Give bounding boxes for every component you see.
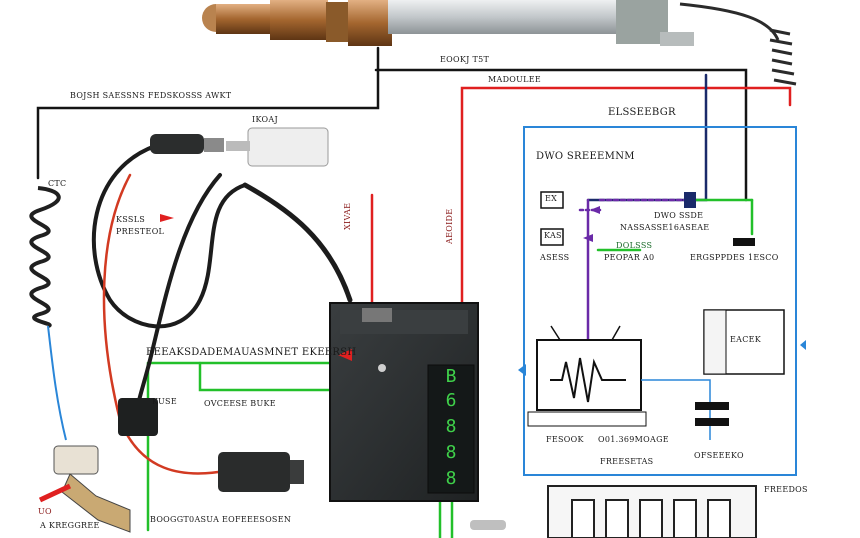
label-top-sensor: EOOKJ T5T [440, 55, 490, 64]
label-red-wire-b: AEOIDE [445, 208, 454, 244]
svg-text:8: 8 [446, 416, 457, 437]
label-pin-g: DOLSSS [616, 241, 653, 250]
label-pin-e: DWO SSDE [654, 211, 704, 220]
label-pin-j: EACEK [730, 335, 762, 344]
label-pin-a: EX [545, 194, 558, 203]
waveform-icon [536, 325, 711, 440]
label-panel-foot-a: FREESETAS [600, 457, 654, 466]
svg-text:8: 8 [446, 468, 457, 489]
schematic-panel [523, 126, 797, 476]
label-pin-c: ASESS [540, 253, 570, 262]
label-panel-sub: DWO SREEEMNM [536, 151, 635, 162]
arrow-icon [160, 206, 806, 376]
relay-icon [527, 309, 785, 427]
label-wave-right: O01.369MOAGE [598, 435, 669, 444]
label-left-coil: CTC [48, 179, 67, 188]
label-panel-title: ELSSEEBGR [608, 107, 676, 118]
label-red-wire-a: XIVAE [343, 202, 352, 230]
svg-text:6: 6 [446, 390, 457, 411]
label-pin-h: 1ESCO [748, 253, 779, 262]
label-bottom-mid: BOOGGT0ASUA EOFEEESOSEN [150, 515, 292, 524]
wire-bundle [36, 46, 792, 538]
ecu-module-icon: B 6 8 8 8 [329, 302, 479, 502]
lower-connector-icon [118, 398, 304, 492]
label-pin-i: ERGSPPDES [690, 253, 745, 262]
svg-text:8: 8 [446, 442, 457, 463]
fuse-block-icon [470, 485, 757, 538]
label-connector-tag: IKOAJ [252, 115, 278, 124]
label-pin-b: KAS [544, 231, 562, 240]
label-panel-foot-b: OFSEEEKO [694, 451, 744, 460]
oxygen-sensor-icon [202, 0, 694, 46]
label-top-module: MADOULEE [488, 75, 542, 84]
coil-harness-icon [29, 186, 67, 441]
label-left-pressure: PRESTEOL [116, 227, 165, 236]
coil-spring-icon [679, 2, 797, 86]
label-bottom-right: FREEDOS [764, 485, 808, 494]
label-bottom-left: A KREGGREE [40, 521, 100, 530]
label-green-mid: OVCEESE BUKE [204, 399, 276, 408]
sensor-tip-icon [38, 445, 131, 533]
label-main-bus: BEEAKSDADEMAUASMNET EKEERSH [146, 347, 357, 358]
connector-plug-icon [150, 127, 329, 167]
label-wave-left: FESOOK [546, 435, 584, 444]
label-pin-f: NASSASSE16ASEAE [620, 223, 710, 232]
label-pin-d: PEOPAR A0 [604, 253, 655, 262]
label-left-title: BOJSH SAESSNS FEDSKOSSS AWKT [70, 91, 232, 100]
label-green-left: KUSE [152, 397, 177, 406]
label-left-pressure-code: KSSLS [116, 215, 146, 224]
label-bottom-tag: UO [38, 507, 52, 516]
svg-text:B: B [446, 366, 457, 387]
